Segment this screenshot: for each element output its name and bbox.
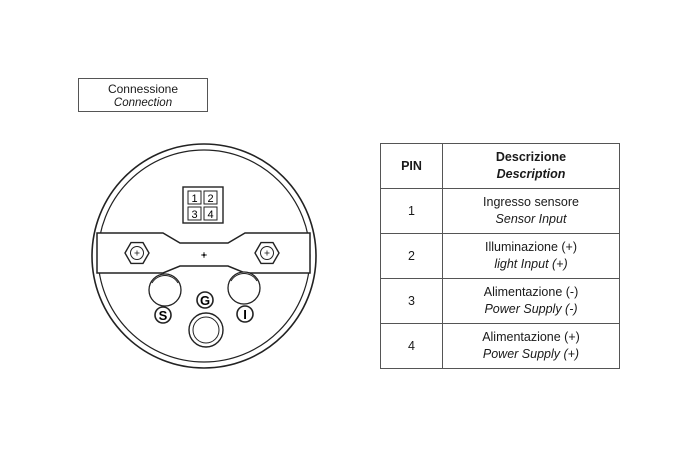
connector-pin-4: 4 xyxy=(207,209,213,221)
table-row: 3 Alimentazione (-) Power Supply (-) xyxy=(380,278,620,324)
row-description: Illuminazione (+) light Input (+) xyxy=(442,233,620,279)
row-pin: 3 xyxy=(380,278,443,324)
row-description: Alimentazione (-) Power Supply (-) xyxy=(442,278,620,324)
connection-title: Connessione xyxy=(107,82,179,96)
table-row: 4 Alimentazione (+) Power Supply (+) xyxy=(380,323,620,369)
terminal-s-marker xyxy=(154,306,172,324)
row-pin: 2 xyxy=(380,233,443,279)
left-lamp-socket xyxy=(148,273,182,307)
pin-description-table: PIN Descrizione Description 1 Ingresso s… xyxy=(380,143,620,369)
terminal-i-label: I xyxy=(243,307,247,322)
row-desc-en: Power Supply (+) xyxy=(482,347,580,361)
terminal-i-marker xyxy=(236,305,254,323)
terminal-g-label: G xyxy=(200,293,210,308)
row-description: Alimentazione (+) Power Supply (+) xyxy=(442,323,620,369)
gauge-outer-ring xyxy=(91,143,317,369)
header-pin: PIN xyxy=(380,143,443,189)
connector-pin-3: 3 xyxy=(191,209,197,221)
connector-pin-box-1 xyxy=(187,190,202,205)
connector-pin-box-4 xyxy=(203,206,218,221)
row-desc-it: Alimentazione (+) xyxy=(482,330,580,344)
table-header-row: PIN Descrizione Description xyxy=(380,143,620,189)
connector-pin-1: 1 xyxy=(191,193,197,205)
connector-pin-2: 2 xyxy=(207,193,213,205)
table-row: 2 Illuminazione (+) light Input (+) xyxy=(380,233,620,279)
row-pin: 1 xyxy=(380,188,443,234)
mounting-bracket xyxy=(96,232,311,274)
row-desc-it: Illuminazione (+) xyxy=(484,240,578,254)
connector-pin-box-2 xyxy=(203,190,218,205)
row-description: Ingresso sensore Sensor Input xyxy=(442,188,620,234)
row-desc-en: light Input (+) xyxy=(494,257,568,271)
row-pin: 4 xyxy=(380,323,443,369)
connection-subtitle: Connection xyxy=(113,97,173,109)
terminal-s-label: S xyxy=(159,308,168,323)
row-desc-en: Power Supply (-) xyxy=(484,302,578,316)
row-desc-en: Sensor Input xyxy=(495,212,567,226)
right-lamp-socket xyxy=(227,271,261,305)
connector-pin-box-3 xyxy=(187,206,202,221)
header-desc-en: Description xyxy=(496,167,566,181)
header-desc-it: Descrizione xyxy=(495,150,567,164)
terminal-g-marker xyxy=(196,291,214,309)
row-desc-it: Alimentazione (-) xyxy=(483,285,579,299)
connection-label-box: Connessione Connection xyxy=(78,78,208,112)
table-row: 1 Ingresso sensore Sensor Input xyxy=(380,188,620,234)
bottom-terminal xyxy=(188,312,224,348)
header-description: Descrizione Description xyxy=(442,143,620,189)
row-desc-it: Ingresso sensore xyxy=(483,195,579,209)
